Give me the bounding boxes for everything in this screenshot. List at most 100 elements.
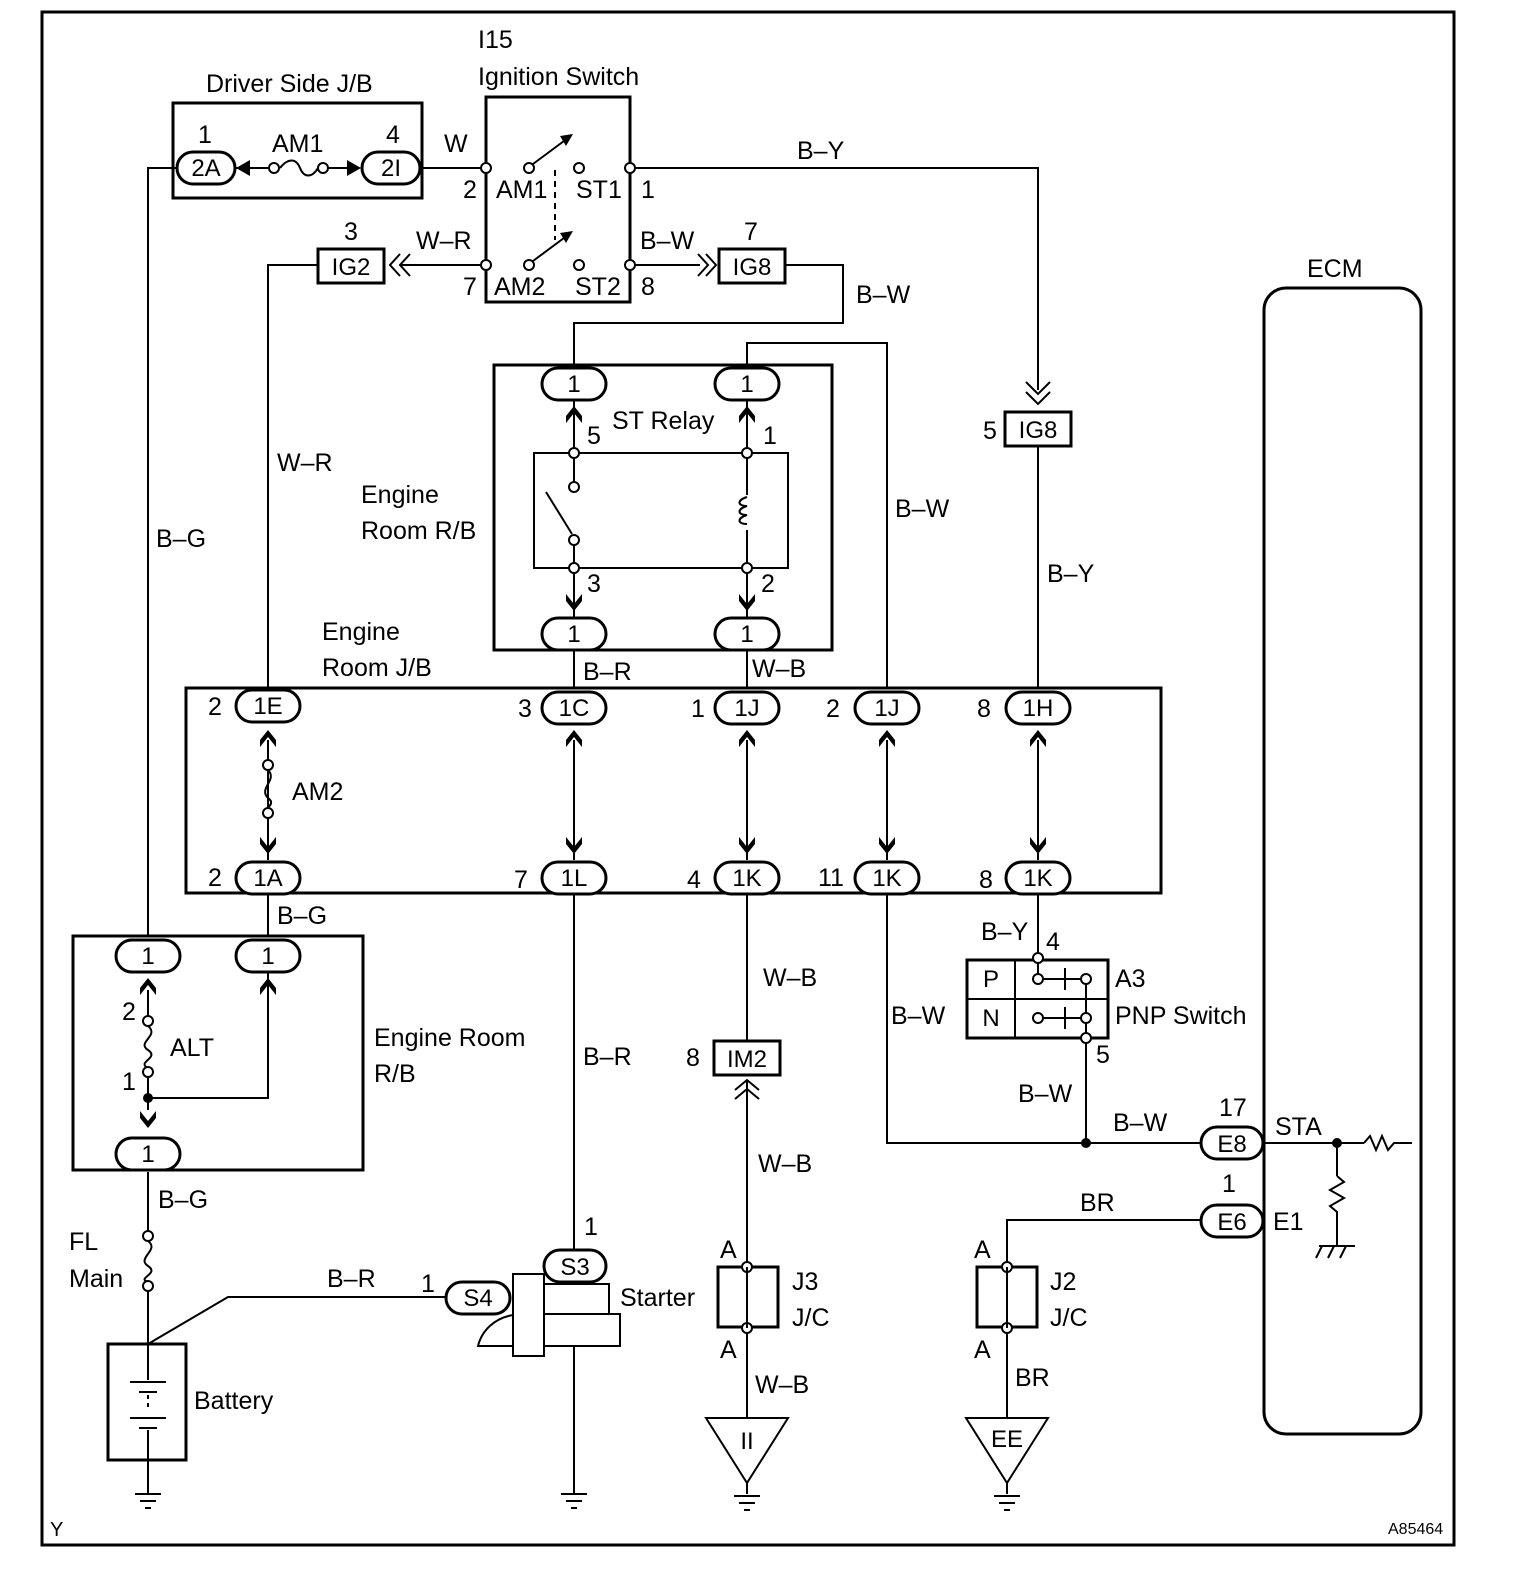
ecm: ECM E8 17 STA E6 1 E1 (1199, 255, 1423, 1436)
svg-text:1: 1 (141, 1141, 154, 1168)
svg-text:2: 2 (208, 693, 222, 721)
svg-text:STA: STA (1275, 1113, 1322, 1141)
svg-text:11: 11 (818, 864, 844, 892)
svg-text:8: 8 (686, 1044, 700, 1072)
svg-text:Main: Main (69, 1265, 123, 1293)
svg-text:ST2: ST2 (575, 273, 621, 301)
st-relay-title: ST Relay (612, 407, 715, 435)
svg-text:W–B: W–B (758, 1150, 812, 1178)
svg-text:IG8: IG8 (1019, 417, 1058, 444)
battery-label: Battery (194, 1387, 274, 1415)
svg-text:1H: 1H (1023, 695, 1054, 722)
svg-text:BR: BR (1015, 1364, 1050, 1392)
svg-text:II: II (740, 1428, 753, 1455)
svg-text:1K: 1K (872, 865, 901, 892)
connector-ig8-top: IG8 7 (697, 218, 787, 285)
svg-text:7: 7 (514, 866, 528, 894)
svg-text:Room R/B: Room R/B (361, 517, 476, 545)
svg-text:S3: S3 (560, 1254, 589, 1281)
ignition-switch-name: Ignition Switch (478, 63, 639, 91)
svg-text:8: 8 (979, 866, 993, 894)
connector-1k (853, 860, 921, 896)
driver-side-jb: Driver Side J/B 1 4 AM1 2A 2I (171, 70, 424, 200)
svg-text:17: 17 (1219, 1094, 1247, 1122)
svg-text:1: 1 (122, 1068, 136, 1096)
pin-label: 1 (198, 121, 212, 149)
svg-text:1: 1 (261, 943, 274, 970)
svg-text:1: 1 (641, 176, 655, 204)
connector-2i (360, 150, 422, 186)
fuse-icon (143, 1240, 153, 1283)
svg-text:B–R: B–R (583, 658, 632, 686)
svg-text:B–Y: B–Y (981, 918, 1029, 946)
svg-text:B–W: B–W (640, 227, 695, 255)
svg-text:5: 5 (983, 417, 997, 445)
svg-text:PNP Switch: PNP Switch (1115, 1002, 1247, 1030)
pnp-switch: P N 4 5 A3 PNP Switch (965, 928, 1247, 1069)
svg-text:1A: 1A (253, 865, 282, 892)
wires (147, 167, 1412, 1494)
svg-text:1: 1 (1222, 1170, 1236, 1198)
svg-text:1: 1 (567, 371, 580, 398)
svg-text:Engine: Engine (322, 618, 400, 646)
svg-text:A: A (720, 1236, 737, 1264)
svg-text:W–B: W–B (755, 1371, 809, 1399)
connector-1e (234, 688, 302, 724)
svg-text:3: 3 (344, 218, 358, 246)
svg-text:4: 4 (687, 866, 701, 894)
svg-text:FL: FL (69, 1228, 98, 1256)
fuse-icon (279, 159, 319, 177)
connector-ig8-right: IG8 5 (983, 381, 1073, 448)
svg-text:B–G: B–G (277, 902, 327, 930)
relay-contact-icon (545, 491, 573, 535)
connector-1k (1004, 860, 1072, 896)
svg-text:E6: E6 (1217, 1209, 1246, 1236)
svg-text:J/C: J/C (1050, 1304, 1088, 1332)
svg-text:W–R: W–R (416, 227, 472, 255)
svg-text:2: 2 (208, 864, 222, 892)
fuse-alt-label: ALT (170, 1034, 214, 1062)
svg-text:ST1: ST1 (576, 176, 622, 204)
svg-text:7: 7 (744, 218, 758, 246)
connector-1c (540, 690, 608, 726)
svg-text:S4: S4 (463, 1285, 492, 1312)
svg-text:8: 8 (977, 695, 991, 723)
svg-text:IM2: IM2 (727, 1046, 767, 1073)
svg-text:A: A (974, 1336, 991, 1364)
svg-text:Engine: Engine (361, 481, 439, 509)
svg-text:1: 1 (763, 422, 777, 450)
svg-text:2: 2 (122, 998, 136, 1026)
svg-text:E1: E1 (1273, 1208, 1304, 1236)
splice-point (1332, 1138, 1342, 1148)
connector-1a (234, 860, 302, 896)
svg-text:B–W: B–W (856, 281, 911, 309)
svg-text:B–R: B–R (583, 1043, 632, 1071)
svg-text:A: A (974, 1236, 991, 1264)
svg-text:B–W: B–W (1113, 1109, 1168, 1137)
svg-text:5: 5 (587, 422, 601, 450)
wire-color-labels: W B–Y W–R B–W B–W W–R B–G B–W B–Y B–R W–… (156, 130, 1168, 1399)
svg-text:B–W: B–W (895, 495, 950, 523)
connector-1h (1004, 690, 1072, 726)
splice-point (1081, 1138, 1091, 1148)
svg-text:W: W (444, 130, 468, 158)
connector-1l (540, 860, 608, 896)
ground-point-ii: II (704, 1417, 790, 1485)
fusible-link-main: FL Main (69, 1228, 154, 1293)
svg-text:BR: BR (1080, 1189, 1115, 1217)
svg-text:1J: 1J (874, 695, 899, 722)
svg-text:A: A (720, 1336, 737, 1364)
driver-jb-title: Driver Side J/B (206, 70, 373, 98)
svg-text:1K: 1K (1023, 865, 1052, 892)
svg-text:IG8: IG8 (733, 254, 772, 281)
ecm-title: ECM (1307, 255, 1363, 283)
svg-text:B–W: B–W (1018, 1080, 1073, 1108)
svg-text:EE: EE (991, 1426, 1023, 1453)
svg-text:1C: 1C (559, 695, 590, 722)
figure-code: A85464 (1388, 1521, 1443, 1538)
fuse-am1-label: AM1 (272, 130, 323, 158)
svg-text:J3: J3 (792, 1268, 818, 1296)
svg-text:B–W: B–W (891, 1002, 946, 1030)
battery: Battery (106, 1342, 274, 1462)
